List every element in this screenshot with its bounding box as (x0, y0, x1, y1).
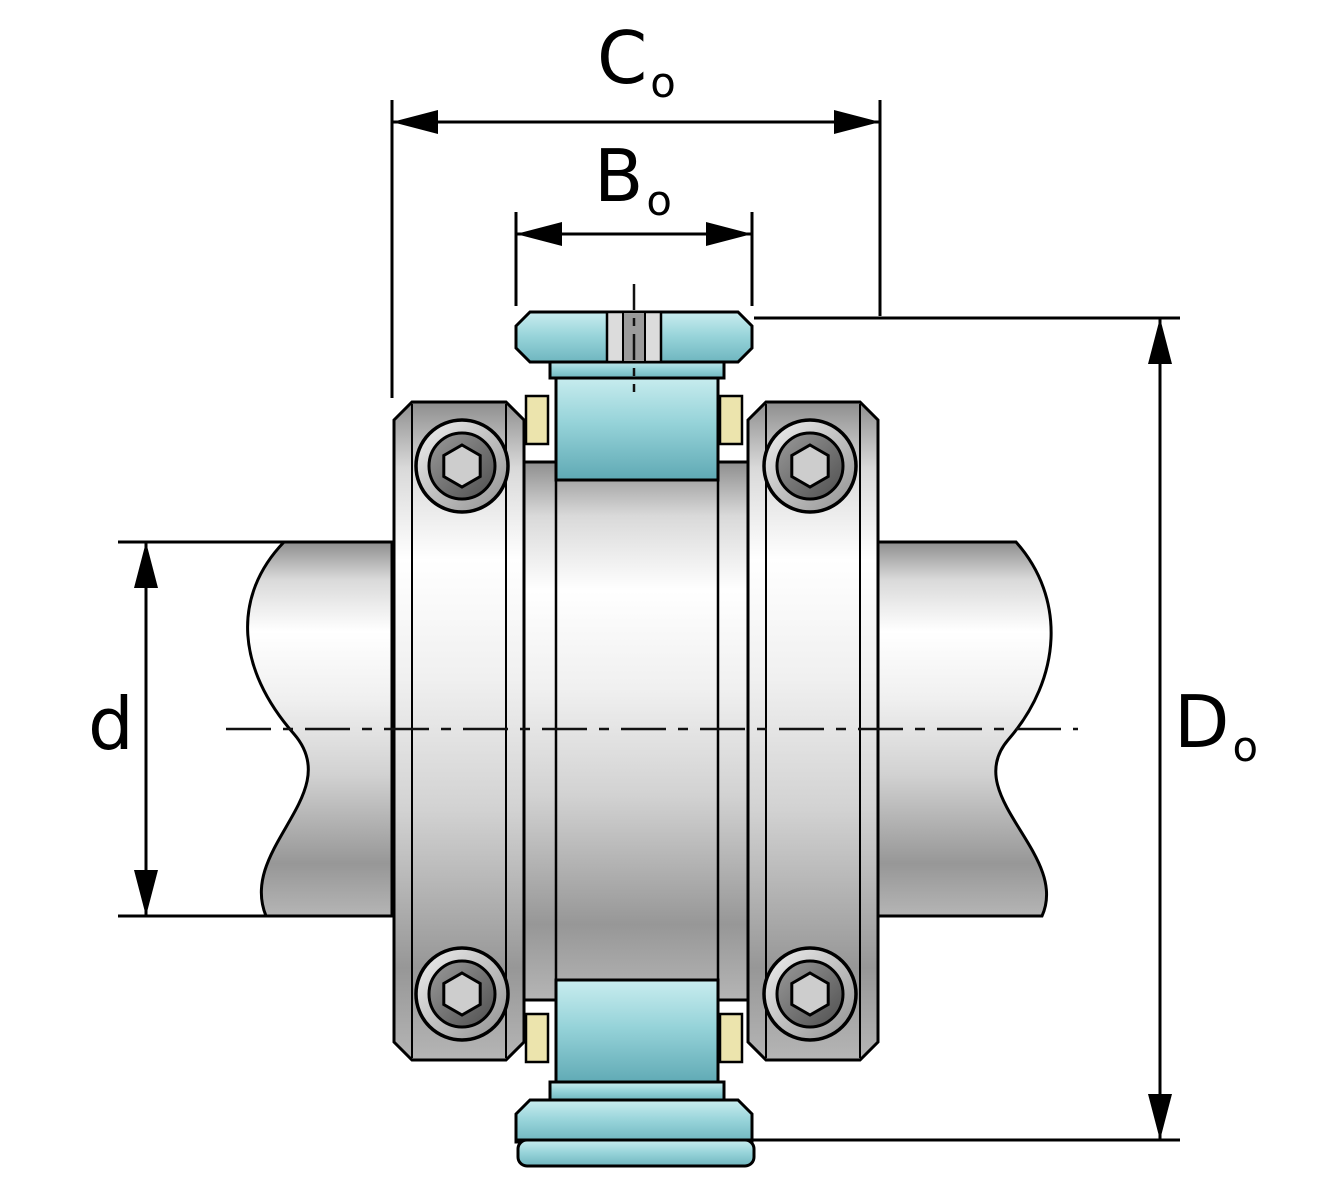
dimension-subscript-b0: o (646, 176, 672, 226)
grease-fitting-flange-bottom (548, 1080, 726, 1102)
dimension-symbol-d: d (88, 682, 134, 766)
seal-pin-top-left (524, 394, 550, 446)
grease-fitting-body-top (554, 374, 720, 482)
socket-screw-bottom-left (414, 946, 510, 1042)
dimension-symbol-d0: D (1174, 680, 1230, 764)
dimension-symbol-b0: B (594, 134, 644, 218)
dimension-subscript-d0: o (1232, 722, 1258, 772)
seal-pin-top-right (718, 394, 744, 446)
housing-center-sleeve (522, 460, 750, 1002)
socket-screw-bottom-right (762, 946, 858, 1042)
arrowhead-up-icon (1148, 318, 1172, 364)
dimension-d (118, 540, 390, 918)
dimension-c0 (390, 100, 882, 398)
dimension-d0 (516, 316, 1180, 1142)
arrowhead-left-icon (392, 110, 438, 134)
arrowhead-down-icon (1148, 1094, 1172, 1140)
centerlines (226, 284, 1078, 731)
seal-pin-bottom-right (718, 1012, 744, 1064)
socket-screw-top-right (762, 418, 858, 514)
dimension-label-d0: Do (1174, 686, 1258, 767)
arrowhead-right-icon (834, 110, 880, 134)
grease-fitting-base-bottom (516, 1138, 756, 1168)
arrowhead-left-icon (516, 222, 562, 246)
dimension-label-b0: Bo (594, 140, 672, 221)
grease-fitting-bottom (514, 978, 756, 1168)
arrowhead-down-icon (134, 870, 158, 916)
socket-screw-top-left (414, 418, 510, 514)
dimension-subscript-c0: o (650, 58, 676, 108)
clamp-collar-left (392, 400, 526, 1062)
grease-fitting-cap-bottom (514, 1098, 754, 1144)
dimension-label-c0: Co (597, 22, 676, 103)
dimension-label-d: d (88, 688, 137, 760)
grease-fitting-top (514, 310, 754, 482)
seal-pins (524, 394, 744, 1064)
dimension-b0 (514, 212, 754, 306)
arrowhead-right-icon (706, 222, 752, 246)
clamp-collar-right (746, 400, 880, 1062)
arrowhead-up-icon (134, 542, 158, 588)
dimension-symbol-c0: C (597, 16, 648, 100)
grease-fitting-body-bottom (554, 978, 720, 1086)
seal-pin-bottom-left (524, 1012, 550, 1064)
